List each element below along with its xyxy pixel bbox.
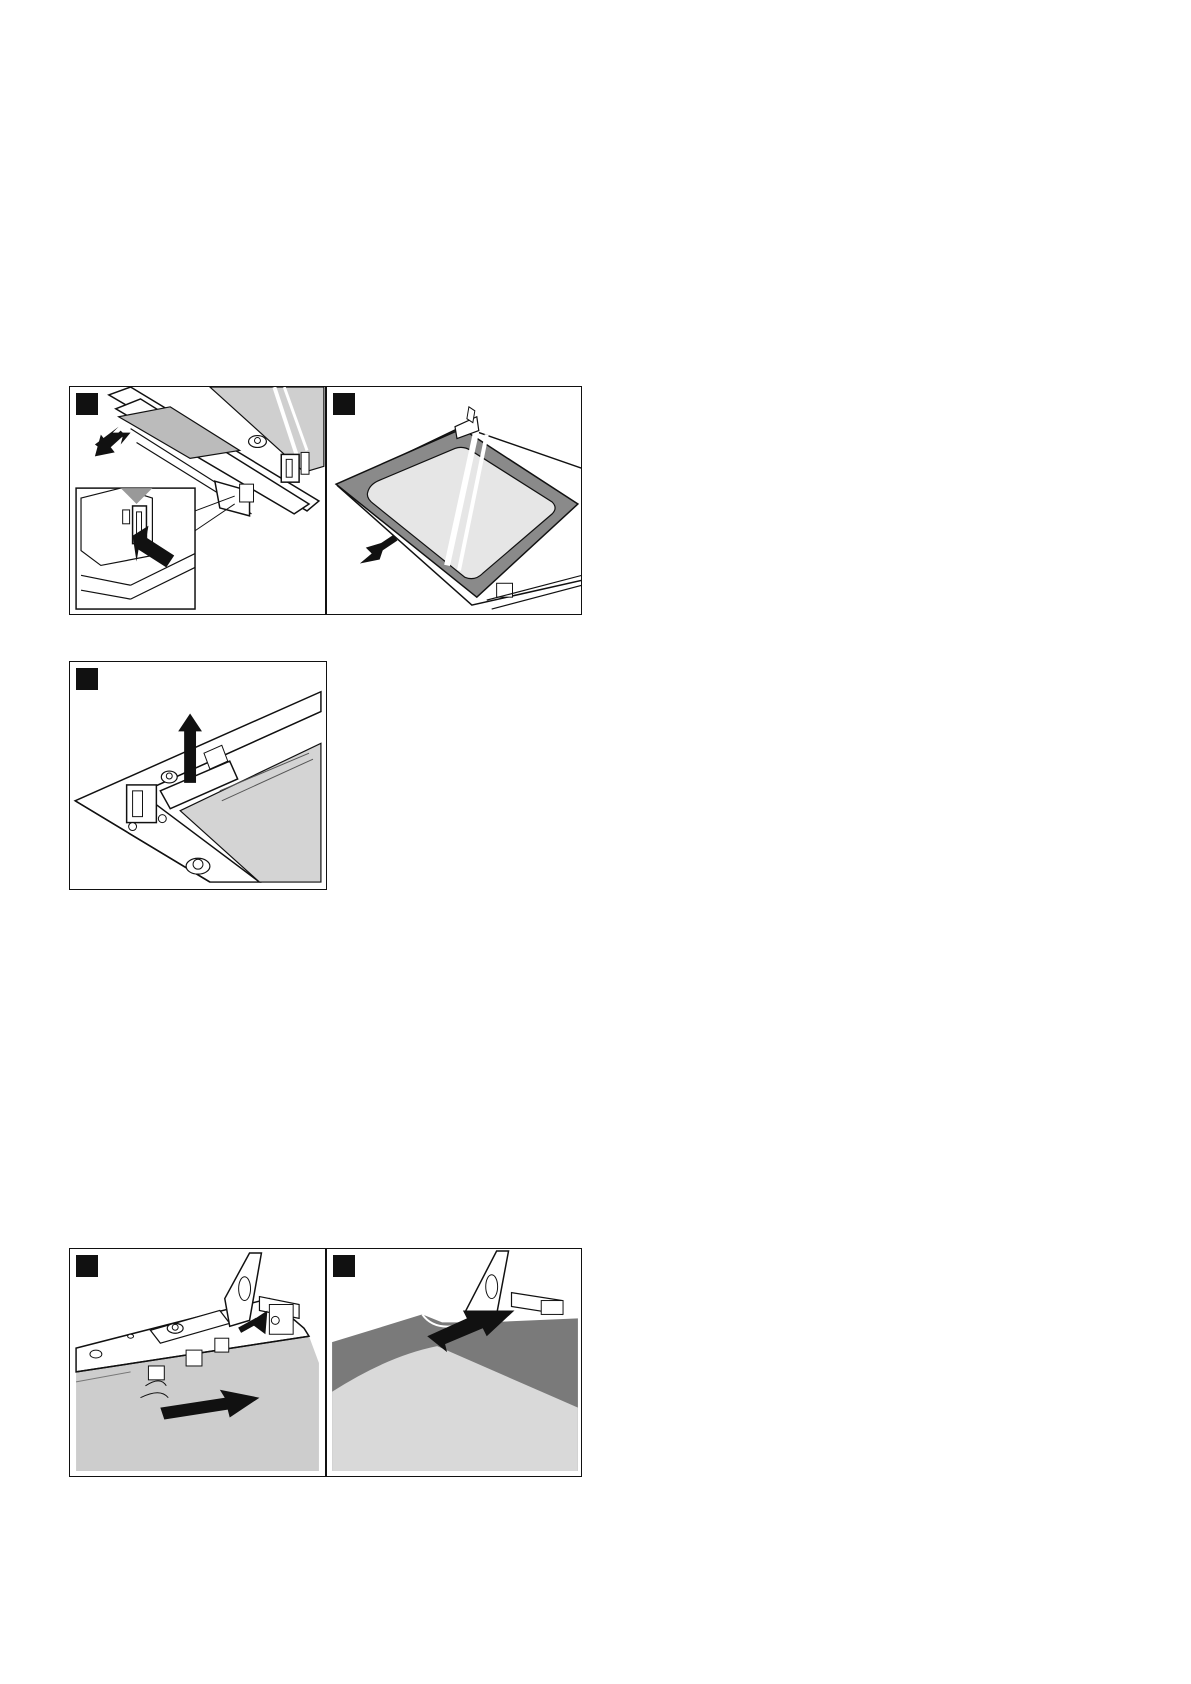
illustration-panel-3: [70, 662, 327, 889]
illustration-glass-removal: [327, 387, 582, 614]
screw-icon: [167, 1323, 183, 1333]
figure-bottom: [69, 1248, 582, 1477]
clip-icon: [281, 452, 309, 482]
illustration-hinge-insert: [70, 1249, 325, 1476]
illustration-hinge-lift: [70, 662, 327, 889]
screw-icon: [249, 436, 267, 448]
illustration-panel-4: [70, 1249, 325, 1476]
step-marker: [76, 1255, 98, 1277]
illustration-panel-5: [327, 1249, 582, 1476]
illustration-panel-1: [70, 387, 325, 614]
illustration-panel-2: [327, 387, 582, 614]
step-marker: [333, 393, 355, 415]
step-marker: [76, 393, 98, 415]
step-marker: [333, 1255, 355, 1277]
figure-middle: [69, 661, 327, 890]
screw-icon: [161, 771, 177, 783]
screw-icon: [186, 858, 210, 874]
illustration-door-trim: [70, 387, 325, 614]
figure-top: [69, 386, 582, 615]
step-marker: [76, 668, 98, 690]
illustration-glass-slide: [327, 1249, 582, 1476]
